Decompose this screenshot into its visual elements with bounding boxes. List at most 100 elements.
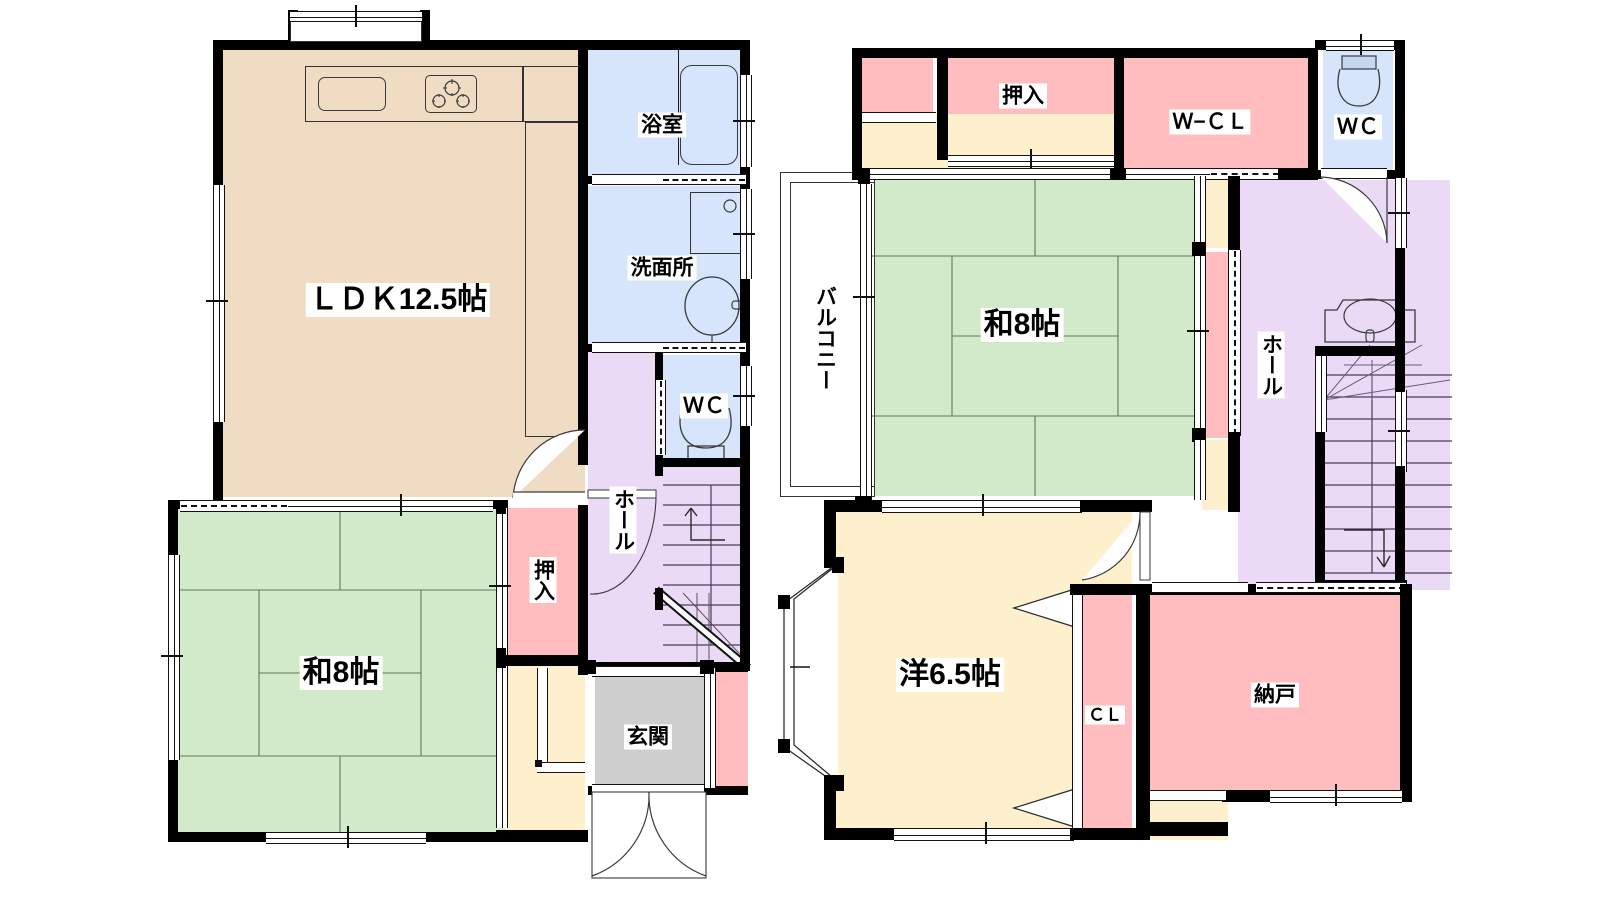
door-washitsu-top-dashed: [180, 500, 288, 512]
window-tick-wc1: [733, 395, 755, 397]
wall-stair2-left: [1315, 346, 1325, 590]
wall-youshitsu-left-low: [824, 775, 836, 840]
kitchen-side-counter: [525, 122, 585, 437]
door-hall2-left: [1228, 250, 1241, 436]
label-ldk: ＬＤＫ12.5帖: [305, 283, 491, 317]
wall-hall2-left-lower: [1228, 432, 1240, 512]
label-hall-1f: ホール: [609, 486, 637, 554]
door-washroom-sliding: [592, 342, 662, 353]
room-ldk-fill: [213, 47, 585, 497]
bay-window-youshitsu: [778, 557, 844, 791]
vanity-sink-icon: [684, 276, 747, 344]
washing-machine-knob: [723, 199, 737, 213]
wall-washitsu2-right-nub2: [1192, 428, 1206, 442]
window-tick-hall2-right: [1388, 212, 1410, 214]
wall-hall1-right: [740, 466, 750, 671]
genkan-right-slide: [704, 668, 716, 788]
room-washitsu2-strip-pink: [1202, 252, 1230, 438]
wall-oshiire1-bottom: [496, 655, 588, 666]
window-youshitsu-bottom: [894, 828, 1074, 841]
label-youshitsu: 洋6.5帖: [896, 658, 1004, 692]
wall-washitsu-bottom-left: [168, 832, 266, 842]
window-tick-youshitsu-top: [982, 494, 984, 516]
wall-youshitsu-top-right: [1080, 500, 1152, 512]
wall-wcl-right: [1308, 48, 1318, 178]
door-bath-sliding: [592, 174, 662, 185]
door-wc2-swing: [1320, 176, 1388, 244]
door-bath-dashed: [662, 174, 746, 185]
wall-oshiire1-left: [496, 500, 506, 514]
genkan-entry-door-swing: [591, 791, 707, 879]
wall-wcl-bottom-right: [1278, 168, 1318, 180]
door-wcl-bottom-dashed: [1210, 168, 1280, 180]
wall-washitsu-left-up: [168, 500, 178, 555]
window-washitsu2-right: [1194, 176, 1206, 246]
wall-nub-genkan-tr: [700, 660, 714, 674]
wall-stair2-top: [1315, 346, 1405, 356]
wall-wc1-right: [740, 352, 750, 366]
room-closet-tl-fill: [860, 56, 933, 116]
label-washitsu-1f: 和8帖: [299, 656, 383, 690]
tatami-mat-lines-1f: [175, 508, 505, 838]
stair-rail-diagonal-1f: [653, 586, 751, 672]
label-cl: ＣＬ: [1085, 705, 1125, 725]
wall-ldk-right: [578, 40, 588, 460]
wall-youshitsu-left-up: [824, 500, 836, 568]
wall-ldk-top: [213, 40, 588, 50]
wall-corridor1-bottom: [496, 830, 588, 842]
window-ldk-left: [213, 185, 225, 422]
door-nando-bottom-left: [1150, 790, 1226, 801]
door-nando-top: [1152, 582, 1248, 593]
wall-ldk-left-lower: [213, 420, 223, 505]
cl-door-frame: [1072, 588, 1083, 830]
label-hall-2f: ホール: [1257, 331, 1285, 399]
room-ldk-notch: [525, 47, 585, 437]
wall-kitchen-bay-right: [420, 10, 430, 42]
door-wc1: [655, 380, 666, 455]
room-youshitsu-fill2: [832, 508, 1132, 588]
window-washitsu-top: [288, 500, 493, 512]
kitchen-counter-right: [523, 66, 585, 122]
staircase-up-1f: [663, 484, 750, 665]
kitchen-sink-icon: [318, 77, 386, 111]
door-tick-oshiire2: [1030, 149, 1032, 170]
room-washitsu2-strip-yellow2: [1202, 440, 1230, 510]
wall-hall1-stair-left: [655, 466, 663, 476]
door-washitsu-right: [496, 508, 508, 828]
window-stair2-left: [1315, 356, 1327, 432]
window-washitsu2-right-low: [1194, 440, 1206, 500]
wall-youshitsu-top: [824, 500, 886, 512]
wall-wc2-right: [1395, 40, 1405, 175]
floor-1-plan: ＬＤＫ12.5帖 和8帖 浴室 洗面所 ＷＣ ホール 押入 玄関: [0, 0, 790, 900]
label-oshiire-2f: 押入: [999, 83, 1047, 109]
window-washitsu2-top-right: [1126, 168, 1212, 180]
window-tick-stair2-right: [1388, 430, 1410, 432]
window-washitsu-left: [168, 555, 180, 760]
window-tick-youshitsu-bottom: [985, 822, 987, 844]
window-tick-washitsu-top: [400, 494, 402, 516]
window-tick-washitsu-left: [161, 655, 183, 657]
window-tick-bath-right: [733, 120, 755, 122]
door-ldk-to-hall: [512, 429, 586, 501]
wall-washitsu2-right-nub: [1192, 242, 1206, 256]
window-washitsu-bottom: [266, 832, 426, 844]
window-tick-kitchen-bay: [355, 5, 357, 27]
wall-wcl-left: [1114, 48, 1124, 178]
window-tick-washitsu-bottom: [347, 826, 349, 848]
door-closet-tl: [862, 112, 936, 123]
bathtub-icon: [680, 65, 738, 165]
wall-2f-top: [852, 48, 1308, 58]
label-genkan: 玄関: [624, 724, 672, 750]
gas-stove-burners: [432, 79, 470, 108]
door-corridor-knob: [535, 760, 542, 767]
wall-hall2-right-mid: [1395, 248, 1405, 346]
window-washitsu2-top: [862, 168, 1114, 180]
door-tick-washitsu2-right: [1187, 330, 1209, 332]
wall-stair2-right-low: [1395, 466, 1405, 590]
room-hall2-stair-fill: [1322, 180, 1450, 590]
label-wc-2f: ＷＣ: [1334, 114, 1382, 140]
cl-folding-door-top: [1011, 587, 1079, 629]
genkan-top-window: [592, 666, 704, 677]
wall-washitsu-bottom-right: [426, 832, 506, 842]
